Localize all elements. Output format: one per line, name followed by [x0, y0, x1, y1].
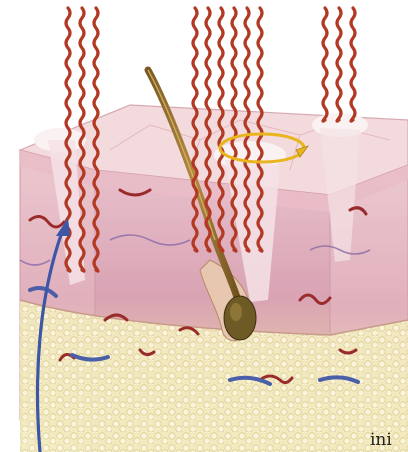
- heat-wave-line: [337, 8, 341, 121]
- heat-wave-line: [351, 8, 355, 121]
- caption-text: ini: [370, 430, 408, 452]
- heat-wave-line: [323, 8, 327, 121]
